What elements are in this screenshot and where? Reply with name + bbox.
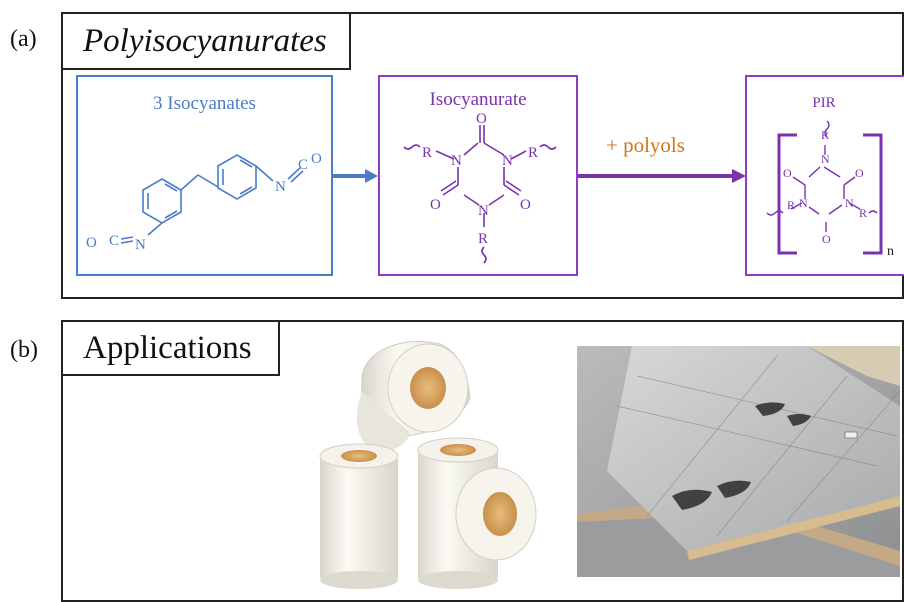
isocyanurate-n-right: N [502, 153, 513, 169]
isocyanurate-o-left: O [430, 197, 441, 213]
pir-r-right: R [859, 206, 867, 220]
atom-c-left: C [109, 233, 119, 249]
isocyanurate-n-bottom: N [478, 203, 489, 219]
isocyanates-box: 3 Isocyanates O C [76, 75, 333, 276]
panel-a-title-box: Polyisocyanurates [61, 12, 351, 70]
isocyanurate-o-right: O [520, 197, 531, 213]
pipe-insulation-image [319, 340, 537, 589]
pir-n-right: N [845, 196, 854, 210]
atom-o-right: O [311, 151, 322, 167]
atom-o-left: O [86, 235, 97, 251]
panel-b-title: Applications [83, 329, 252, 366]
pipe-tee-piece [417, 437, 537, 589]
panel-a-title: Polyisocyanurates [83, 22, 327, 59]
pir-o-right: O [855, 166, 864, 180]
pir-r-top: R [821, 128, 829, 142]
polyols-reagent-label: + polyols [606, 133, 685, 157]
pir-o-left: O [783, 166, 792, 180]
isocyanates-label: 3 Isocyanates [153, 93, 256, 114]
isocyanurate-r-left: R [422, 145, 432, 161]
isocyanurate-box: Isocyanurate O O [378, 75, 578, 276]
ch2-bridge-right [197, 174, 219, 188]
pir-o-bottom: O [822, 232, 831, 246]
panel-a-letter: (a) [10, 26, 37, 52]
mdi-structure: O C N N C O [86, 151, 322, 253]
atom-n-right: N [275, 179, 286, 195]
isocyanurate-label: Isocyanurate [429, 89, 527, 110]
panel-b-letter: (b) [10, 337, 38, 363]
pir-structure: N R O O O N N R R n [766, 120, 894, 259]
pir-subscript-n: n [887, 244, 894, 259]
isocyanurate-n-left: N [451, 153, 462, 169]
isocyanurate-r-right: R [528, 145, 538, 161]
pir-r-left: R [787, 198, 795, 212]
blue-reaction-arrow [333, 169, 378, 183]
pir-n-top: N [821, 152, 830, 166]
atom-n-left: N [135, 237, 146, 253]
isocyanurate-o-top: O [476, 111, 487, 127]
isocyanurate-r-bottom: R [478, 231, 488, 247]
purple-reaction-arrow [578, 169, 746, 183]
ch2-bridge-left [180, 174, 199, 191]
pipe-straight-piece [319, 443, 399, 589]
pir-n-left: N [799, 196, 808, 210]
insulation-boards-image [577, 346, 900, 577]
panel-b-title-box: Applications [61, 320, 280, 376]
pipe-elbow-piece [356, 340, 471, 452]
pir-label: PIR [812, 95, 836, 111]
pir-box: PIR N [745, 75, 904, 276]
atom-c-right: C [298, 157, 308, 173]
isocyanurate-structure: O O O N N N R R R [403, 111, 557, 264]
